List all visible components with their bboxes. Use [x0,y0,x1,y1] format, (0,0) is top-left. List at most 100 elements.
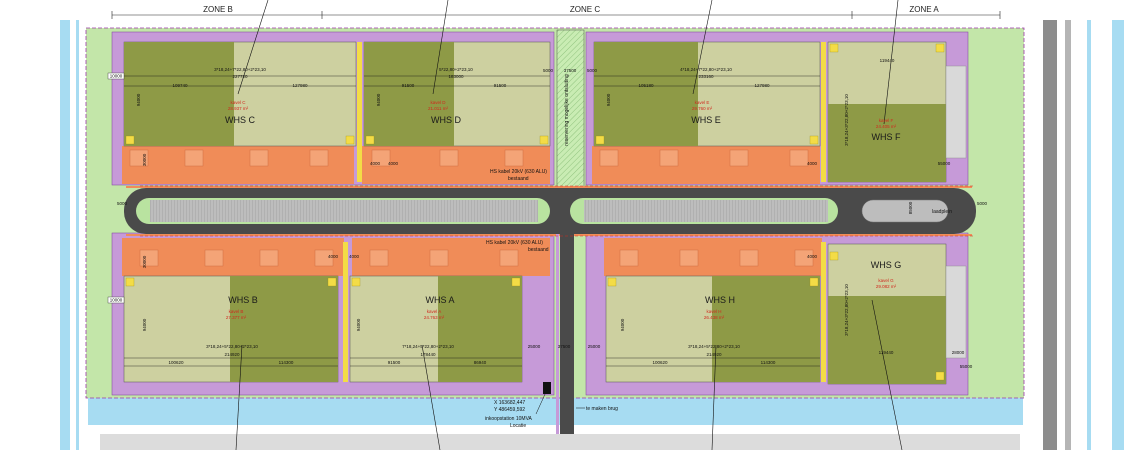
whs-h-dim-total: 214920 [706,352,722,357]
whs-a-dim-a: 91500 [388,360,401,365]
coord-y-label: Y 486459,592 [494,407,525,413]
dim-37500-bottom: 37500 [558,344,571,349]
building-whs-e [593,41,821,147]
whs-b-dim-b: 114300 [279,360,294,365]
road-right [1043,20,1057,450]
whs-f-kavel: kavel F [879,118,894,123]
canal-right [1112,20,1124,450]
whs-e-dim-b: 127980 [754,83,770,88]
dim-94000-d: 94000 [376,93,381,106]
whs-h-dim-a: 100620 [652,360,668,365]
whs-a-name: WHS A [425,295,454,305]
whs-c-kavel: kavel C [230,100,246,105]
yellow-markers [125,43,945,381]
dim-94000-e: 94000 [606,93,611,106]
laadplein-label: laadplein [932,209,952,215]
dim-55000-bottom: 55000 [960,364,973,369]
zone-b-label: ZONE B [203,5,233,14]
hs-kabel-top-label: HS kabel 20kV (630 ALU) [490,169,547,175]
whs-e-kavel: kavel E [695,100,710,105]
whs-e-grid: 4*18,24+7*22,80+2*23,10 [680,67,732,72]
whs-f-dim-total: 119440 [880,58,895,63]
parking-right [584,200,828,222]
locatie-label: Locatie [510,423,526,429]
road-verge-top [126,186,972,188]
dim-10000-bottom: 10000 [110,298,123,303]
reserved-access-strip [556,29,585,189]
whs-b-grid: 3*18,24+5*22,80+2*23,10 [206,344,258,349]
dim-94000-a: 94000 [356,318,361,331]
dim-4000-top-c: 4000 [807,161,818,166]
whs-c-dim-b: 127980 [292,83,308,88]
dim-55000-top: 55000 [938,161,951,166]
whs-d-dim-total: 183000 [448,74,464,79]
dim-box [107,72,125,80]
zone-a-label: ZONE A [909,5,939,14]
station-leader [535,391,547,415]
whs-b-dim-total: 214920 [224,352,240,357]
road-bottom [100,434,1020,450]
canopy-f [945,65,967,159]
whs-e-area: 29.760 m² [692,106,713,111]
dim-4000-bottom-b: 4000 [349,254,360,259]
bestaand-top-label: bestaand [508,176,529,182]
whs-a-dim-total: 178440 [420,352,436,357]
whs-g-kavel: kavel G [878,278,894,283]
dim-94000-c: 94000 [136,93,141,106]
whs-e-dim-a: 105180 [638,83,654,88]
parking-left [150,200,538,222]
whs-b-area: 27.377 m² [226,315,247,320]
road-verge-bottom [126,234,972,236]
dimension-lines [124,75,820,367]
dock-doors [129,149,814,267]
whs-d-kavel: kavel D [430,100,446,105]
dim-4000-bottom-c: 4000 [807,254,818,259]
reservering-label: reservering mogelijke ontsluiting [564,74,570,146]
dim-28000: 28000 [952,350,965,355]
whs-g-name: WHS G [871,260,902,270]
building-whs-f [827,41,947,183]
station-marker [543,382,551,394]
whs-h-area: 26.438 m² [704,315,725,320]
canal-right-strip [1087,20,1091,450]
dim-box [107,296,125,304]
access-road-verge [556,234,559,434]
whs-f-area: 24.405 m² [876,124,897,129]
dim-5000-road-left: 5000 [117,201,128,206]
dim-25000-left: 25000 [528,344,541,349]
whs-h-kavel: kavel H [706,309,721,314]
whs-h-dim-b: 114300 [761,360,776,365]
laadplein-area [861,199,949,223]
yard-top-e [592,146,820,184]
whs-b-name: WHS B [228,295,258,305]
canal-bottom [88,397,1023,425]
dim-4000-top-a: 4000 [370,161,381,166]
whs-c-dim-a: 109740 [172,83,188,88]
canal-left-strip [76,20,79,450]
whs-c-area: 28.937 m² [228,106,249,111]
whs-e-dim-total: 233160 [698,74,714,79]
canal-left [60,20,70,450]
building-whs-a [349,275,523,383]
whs-f-grid: 3*18,24+3*22,80+2*23,10 [844,94,849,146]
whs-g-dim-total: 119440 [879,350,894,355]
whs-a-kavel: kavel A [427,309,442,314]
whs-a-area: 24.763 m² [424,315,445,320]
whs-b-kavel: kavel B [229,309,244,314]
whs-c-grid: 3*18,24+7*22,80+2*23,10 [214,67,266,72]
station-label: inkoopstation 10MVA [485,416,533,422]
building-whs-h [605,275,821,383]
dim-94000-b: 94000 [142,318,147,331]
whs-e-name: WHS E [691,115,721,125]
road-right-2 [1065,20,1071,450]
whs-f-name: WHS F [872,132,901,142]
building-whs-d [363,41,551,147]
dim-25000-right: 25000 [588,344,601,349]
whs-c-dim-total: 227720 [232,74,248,79]
dim-10000-top: 10000 [110,74,123,79]
dim-30000-top: 30000 [142,153,147,166]
building-whs-c [123,41,357,147]
dim-5000-left: 5000 [543,68,554,73]
leader-lines [235,0,903,450]
